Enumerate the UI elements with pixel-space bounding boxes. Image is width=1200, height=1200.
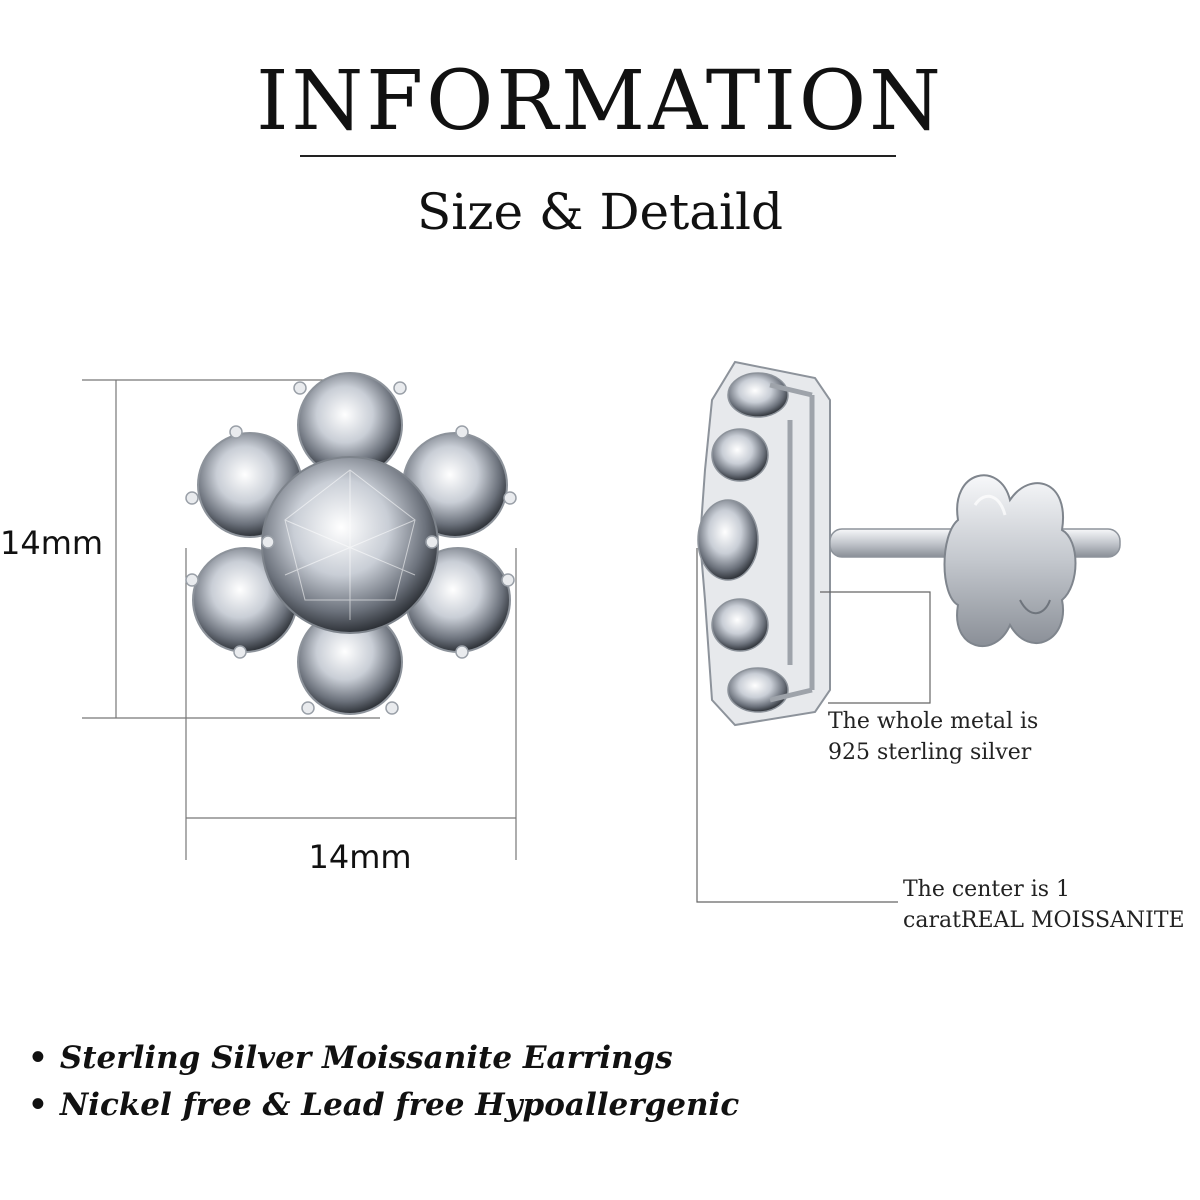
feature-item: • Sterling Silver Moissanite Earrings: [28, 1038, 673, 1078]
center-note-line-2: caratREAL MOISSANITE: [903, 908, 1185, 933]
metal-note: The whole metal is 925 sterling silver: [828, 706, 1128, 768]
page-title: INFORMATION: [256, 54, 944, 149]
petal-stones: [192, 372, 511, 715]
height-label: 14mm: [0, 524, 104, 562]
feature-text: Sterling Silver Moissanite Earrings: [59, 1040, 673, 1076]
metal-note-line-1: The whole metal is: [828, 709, 1039, 734]
center-callout-line: [696, 548, 898, 903]
metal-callout-line: [820, 591, 931, 704]
width-label: 14mm: [308, 838, 412, 876]
feature-item: • Nickel free & Lead free Hypoallergenic: [28, 1085, 739, 1125]
width-dimension: [185, 548, 517, 860]
earring-side-icon: [697, 360, 1121, 727]
page-subtitle: Size & Detaild: [416, 183, 784, 241]
height-dimension: [82, 379, 380, 719]
center-note-line-1: The center is 1: [903, 877, 1071, 902]
metal-note-line-2: 925 sterling silver: [828, 740, 1032, 765]
bullet-icon: •: [28, 1087, 48, 1123]
title-divider: [300, 155, 896, 157]
feature-text: Nickel free & Lead free Hypoallergenic: [59, 1087, 740, 1123]
prongs: [185, 381, 517, 715]
bullet-icon: •: [28, 1040, 48, 1076]
earring-front-icon: [185, 372, 517, 715]
center-stone-note: The center is 1 caratREAL MOISSANITE: [903, 874, 1198, 936]
